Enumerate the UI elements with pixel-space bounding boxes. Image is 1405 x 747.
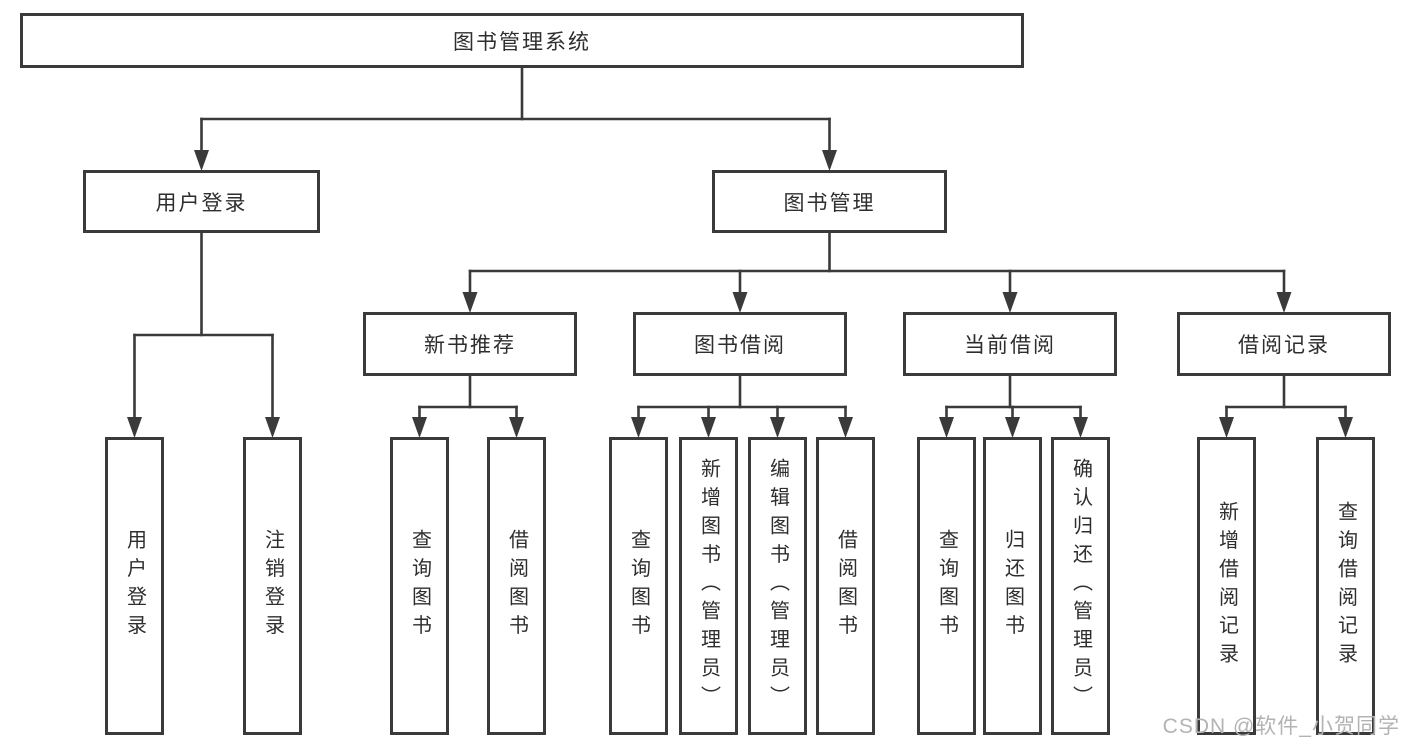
node-current-borrow: 当前借阅 [903,312,1117,376]
arrowhead-icon [1219,417,1234,438]
arrowhead-icon [509,417,524,438]
arrowhead-icon [412,417,427,438]
node-cb-return-book: 归还图书 [983,437,1042,735]
arrowhead-icon [1073,417,1088,438]
node-label: 新书推荐 [424,334,516,357]
node-label: 图书管理系统 [453,30,591,54]
node-label: 用户登录 [123,529,146,643]
arrowhead-icon [732,292,748,313]
node-cb-confirm-return: 确认归还（管理员） [1051,437,1110,735]
arrowhead-icon [1002,292,1018,313]
node-br-query-record: 查询借阅记录 [1316,437,1375,735]
node-bb-add-book: 新增图书（管理员） [679,437,738,735]
arrowhead-icon [265,417,280,438]
arrowhead-icon [1005,417,1020,438]
node-label: 确认归还（管理员） [1069,458,1092,714]
node-label: 归还图书 [1001,529,1024,643]
node-label: 编辑图书（管理员） [766,458,789,714]
node-label: 注销登录 [261,529,284,643]
node-book-borrow: 图书借阅 [633,312,847,376]
arrowhead-icon [770,417,785,438]
node-bb-query-book: 查询图书 [609,437,668,735]
node-label: 用户登录 [155,191,248,215]
node-label: 新增借阅记录 [1215,500,1238,672]
arrowhead-icon [838,417,853,438]
node-br-add-record: 新增借阅记录 [1197,437,1256,735]
node-label: 查询图书 [408,529,431,643]
arrowhead-icon [939,417,954,438]
node-label: 查询图书 [935,529,958,643]
arrowhead-icon [631,417,646,438]
arrowhead-icon [462,292,478,313]
node-user-login: 用户登录 [83,170,320,233]
node-new-book-rec: 新书推荐 [363,312,577,376]
node-label: 借阅记录 [1238,334,1330,357]
node-label: 查询图书 [627,529,650,643]
node-root: 图书管理系统 [20,13,1024,68]
node-label: 借阅图书 [834,529,857,643]
arrowhead-icon [701,417,716,438]
node-borrow-records: 借阅记录 [1177,312,1391,376]
node-label: 新增图书（管理员） [697,458,720,714]
arrowhead-icon [194,150,209,171]
arrowhead-icon [1338,417,1353,438]
arrowhead-icon [822,150,837,171]
node-nbr-query-book: 查询图书 [390,437,449,735]
watermark: CSDN @软件_小贺同学 [1162,715,1400,738]
node-label: 图书管理 [783,191,876,215]
node-label: 图书借阅 [694,334,786,357]
arrowhead-icon [127,417,142,438]
node-logout-leaf: 注销登录 [243,437,302,735]
node-nbr-borrow-book: 借阅图书 [487,437,546,735]
node-label: 当前借阅 [964,334,1056,357]
node-bb-borrow-book: 借阅图书 [816,437,875,735]
arrowhead-icon [1276,292,1292,313]
node-book-mgmt: 图书管理 [712,170,947,233]
node-label: 借阅图书 [505,529,528,643]
node-label: 查询借阅记录 [1334,500,1357,672]
node-cb-query-book: 查询图书 [917,437,976,735]
node-bb-edit-book: 编辑图书（管理员） [748,437,807,735]
node-user-login-leaf: 用户登录 [105,437,164,735]
